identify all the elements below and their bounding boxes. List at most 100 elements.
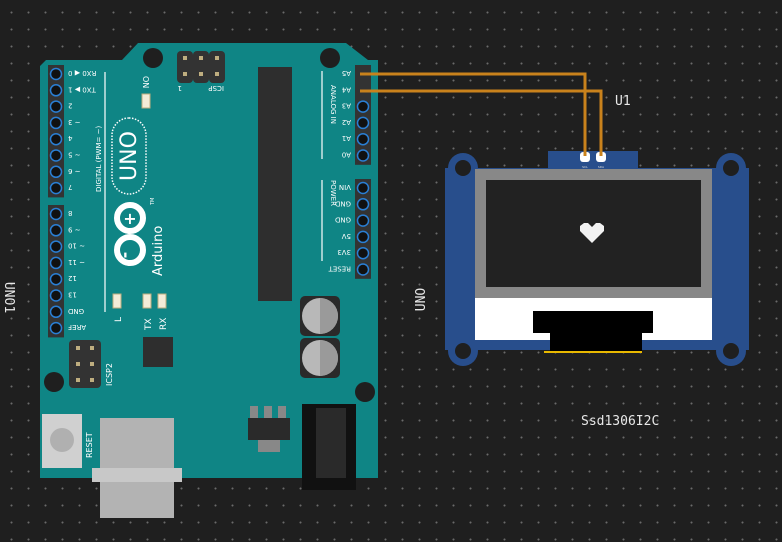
pin-label: TX0 ▶ 1 <box>68 85 97 93</box>
mounting-hole <box>355 382 375 402</box>
tx-led <box>142 293 152 309</box>
pin-9[interactable] <box>49 224 63 237</box>
heart-icon <box>580 223 604 243</box>
usb-port <box>92 418 182 518</box>
rx-label: RX <box>159 318 169 330</box>
pin-gnd[interactable] <box>356 214 370 227</box>
pin-gnd[interactable] <box>49 305 63 319</box>
pin-6[interactable] <box>49 165 63 179</box>
pin-label: GND <box>335 216 351 224</box>
pin-header <box>48 65 64 198</box>
pin-label: 3V3 <box>337 248 351 256</box>
pin-2[interactable] <box>49 100 63 113</box>
pin-label: A4 <box>341 85 351 93</box>
pin-header <box>48 205 64 338</box>
capacitor <box>300 296 340 336</box>
pin-a0[interactable] <box>356 149 370 162</box>
oled-pin-sda-label: SDA <box>598 165 605 169</box>
pin-label: AREF <box>68 323 86 331</box>
pin-10[interactable] <box>49 240 63 253</box>
pin-12[interactable] <box>49 272 63 286</box>
oled-ribbon <box>533 311 653 351</box>
pin-aref[interactable] <box>49 321 63 335</box>
pin-label: A5 <box>342 69 351 77</box>
oled-mounting-holes <box>455 160 739 359</box>
pin-4[interactable] <box>49 132 63 146</box>
microcontroller-chip <box>258 67 292 301</box>
pin-a2[interactable] <box>356 116 370 130</box>
mounting-hole <box>44 372 64 392</box>
u1-label: U1 <box>615 94 631 109</box>
icsp-pin1-label: 1 <box>178 84 182 92</box>
pin-rx00[interactable] <box>49 67 63 81</box>
icsp-header <box>177 51 225 83</box>
arduino-infinity-logo <box>114 202 146 266</box>
oled-pin-scl[interactable] <box>580 152 590 162</box>
arduino-brand: Arduino <box>151 226 166 276</box>
pin-3v3[interactable] <box>356 246 370 260</box>
pin-3[interactable] <box>49 116 63 130</box>
pin-label: ~ 5 <box>68 151 81 159</box>
pin-label: RX0 ◀ 0 <box>68 69 96 77</box>
pin-11[interactable] <box>49 256 63 270</box>
l-label: L <box>114 317 124 322</box>
pin-label: A1 <box>342 134 351 142</box>
pin-label: 8 <box>68 209 72 217</box>
wire-a5-scl[interactable] <box>360 72 587 156</box>
uno-logo: UNO <box>117 131 142 181</box>
arduino-board[interactable] <box>40 43 378 478</box>
pin-label: 2 <box>68 102 72 110</box>
l-led <box>112 293 122 309</box>
pin-8[interactable] <box>49 207 63 221</box>
oled-header-tab <box>548 151 638 169</box>
tx-label: TX <box>144 318 154 331</box>
minus-glyph: - <box>115 252 134 259</box>
pin-label: RESET <box>328 265 351 273</box>
pin-label: 7 <box>68 183 72 191</box>
pin-label: A3 <box>342 102 351 110</box>
mounting-hole <box>320 48 340 68</box>
pin-a3[interactable] <box>356 100 370 113</box>
pin-label: ~ 11 <box>68 258 85 266</box>
pin-gnd[interactable] <box>356 198 370 211</box>
pin-label: A2 <box>342 118 351 126</box>
voltage-regulator <box>248 406 290 452</box>
mounting-hole <box>143 48 163 68</box>
uno1-label: UNO1 <box>1 281 17 314</box>
pin-tx01[interactable] <box>49 84 63 97</box>
pin-label: VIN <box>339 183 351 191</box>
oled-pin-sda[interactable] <box>596 152 606 162</box>
oled-pin-scl-label: SCL <box>582 165 588 169</box>
rx-led <box>157 293 167 309</box>
icsp-label: ICSP <box>208 84 224 92</box>
icsp2-header <box>69 340 101 388</box>
ssd1306-oled[interactable]: SCL SDA <box>445 151 749 366</box>
reset-button[interactable] <box>42 414 82 468</box>
power-label: POWER <box>329 180 337 206</box>
tm-mark: TM <box>150 198 156 206</box>
pin-reset[interactable] <box>356 263 370 276</box>
pin-label: ~ 6 <box>67 167 80 175</box>
icsp2-label: ICSP2 <box>105 363 114 386</box>
pin-label: GND <box>68 307 84 315</box>
pin-label: GND <box>335 199 351 207</box>
pin-a1[interactable] <box>356 132 370 146</box>
on-led <box>141 93 151 109</box>
uno-logo-frame <box>111 117 147 195</box>
reset-label: RESET <box>85 432 94 458</box>
analog-label: ANALOG IN <box>329 85 337 124</box>
pin-5v[interactable] <box>356 230 370 244</box>
digital-label: DIGITAL (PWM= ~) <box>95 126 103 192</box>
pin-label: 12 <box>68 274 77 282</box>
pin-13[interactable] <box>49 289 63 302</box>
pin-7[interactable] <box>49 181 63 195</box>
pin-label: 4 <box>67 134 72 142</box>
wire-a4-sda[interactable] <box>360 89 603 156</box>
usb-chip <box>143 337 173 367</box>
capacitor <box>300 338 340 378</box>
oled-part-label: Ssd1306I2C <box>581 414 660 429</box>
pin-vin[interactable] <box>356 181 370 195</box>
pin-5[interactable] <box>49 149 63 162</box>
